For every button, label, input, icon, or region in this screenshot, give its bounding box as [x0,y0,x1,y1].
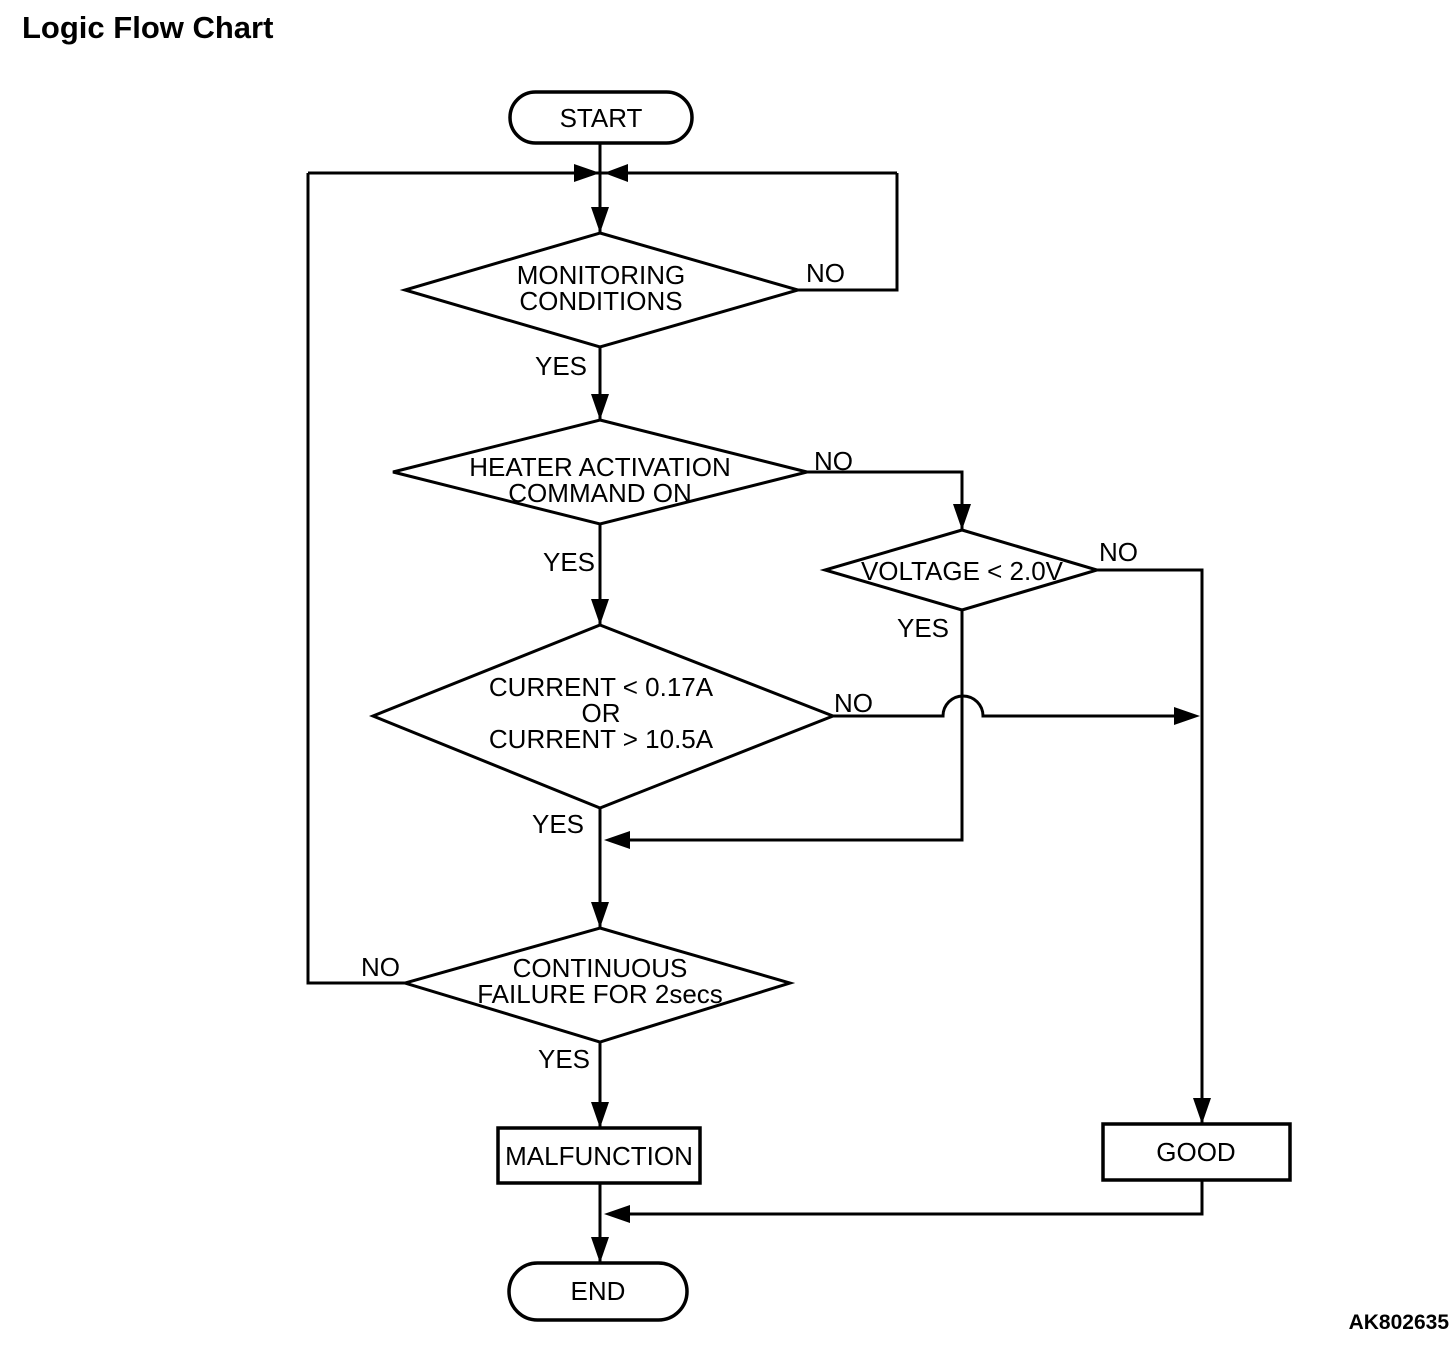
malfunction-process-box [496,1126,702,1185]
malfunction-label: MALFUNCTION [505,1141,693,1171]
arrowhead-junction-left-icon [574,164,600,182]
arrowhead-into-good-icon [1193,1098,1211,1124]
current-label-line3: CURRENT > 10.5A [489,724,714,754]
voltage-label: VOLTAGE < 2.0V [861,556,1064,586]
good-process-box [1101,1122,1292,1182]
figure-code: AK802635 [1349,1311,1450,1334]
wire-good-merge-to-end [624,1180,1204,1216]
wire-continuous-no-loop [306,173,405,985]
continuous-decision-diamond [399,926,796,1044]
wire-monitoring-no-loop [798,173,899,292]
arrowhead-into-malfunction-icon [591,1102,609,1128]
arrowhead-into-continuous-icon [591,902,609,928]
arrowhead-into-heater-icon [591,394,609,420]
voltage-decision-diamond [819,528,1103,612]
arrowhead-into-end-icon [591,1237,609,1263]
page-title: Logic Flow Chart [22,10,273,45]
current-label-line1: CURRENT < 0.17A [489,672,714,702]
voltage-yes-label: YES [897,613,949,643]
continuous-no-label: NO [361,952,400,982]
node-shapes [368,90,1292,1322]
start-label: START [560,103,643,133]
heater-label-line1: HEATER ACTIVATION [469,452,730,482]
current-decision-diamond [368,623,838,810]
current-yes-label: YES [532,809,584,839]
heater-yes-label: YES [543,547,595,577]
start-terminator [508,90,694,145]
monitoring-decision-diamond [399,231,804,349]
wire-current-no-with-hop [833,694,1176,718]
arrowhead-into-monitoring-icon [591,207,609,233]
diagram-text: Logic Flow Chart START MONITORING CONDIT… [22,10,1449,1334]
arrowhead-junction-right-icon [604,164,628,182]
arrowhead-into-current-icon [591,599,609,625]
continuous-label-line1: CONTINUOUS [513,953,688,983]
good-label: GOOD [1156,1137,1235,1167]
current-no-label: NO [834,688,873,718]
heater-decision-diamond [392,418,808,526]
connectors [306,143,1204,1263]
arrowhead-current-no-merge-icon [1174,707,1200,725]
monitoring-label-line1: MONITORING [517,260,686,290]
wire-voltage-no-to-good [1097,568,1204,1124]
arrowheads [574,164,1211,1263]
monitoring-label-line2: CONDITIONS [519,286,682,316]
monitoring-yes-label: YES [535,351,587,381]
continuous-label-line2: FAILURE FOR 2secs [477,979,723,1009]
monitoring-no-label: NO [806,258,845,288]
voltage-no-label: NO [1099,537,1138,567]
heater-label-line2: COMMAND ON [508,478,691,508]
continuous-yes-label: YES [538,1044,590,1074]
wire-heater-no-to-voltage [807,470,964,530]
wire-voltage-yes-merge [624,610,964,842]
current-label-line2: OR [582,698,621,728]
end-label: END [571,1276,626,1306]
arrowhead-good-merge-icon [604,1205,630,1223]
arrowhead-voltage-yes-merge-icon [604,831,630,849]
arrowhead-into-voltage-icon [953,504,971,530]
heater-no-label: NO [814,446,853,476]
end-terminator [507,1261,689,1322]
